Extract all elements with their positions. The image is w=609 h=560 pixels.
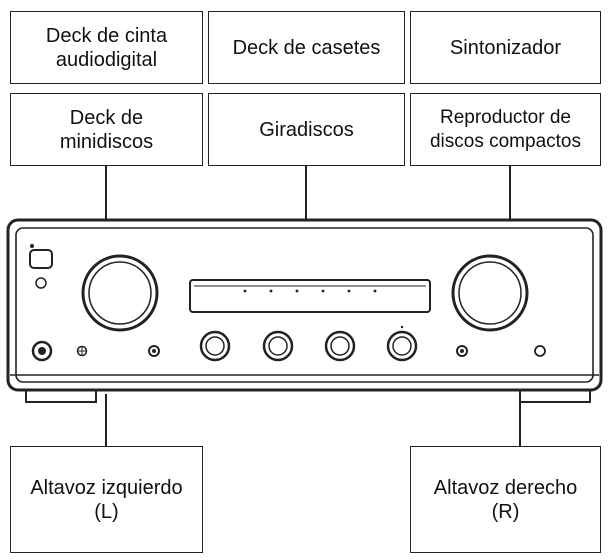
medium-knobs	[199, 325, 418, 362]
left-speaker-label: Altavoz izquierdo (L)	[30, 476, 183, 523]
right-speaker-box: Altavoz derecho (R)	[410, 446, 601, 553]
turntable-box: Giradiscos	[208, 93, 405, 166]
display-window	[189, 279, 431, 313]
cd-player-box: Reproductor de discos compactos	[410, 93, 601, 166]
md-deck-label: Deck de minidiscos	[59, 106, 154, 153]
power-switch	[29, 249, 53, 269]
cd-player-label: Reproductor de discos compactos	[429, 106, 581, 152]
tuner-label: Sintonizador	[449, 36, 562, 59]
small-button-right-2	[534, 345, 546, 357]
dat-deck-label: Deck de cinta audiodigital	[45, 24, 168, 71]
left-speaker-box: Altavoz izquierdo (L)	[10, 446, 203, 553]
cassette-deck-box: Deck de casetes	[208, 11, 405, 84]
turntable-label: Giradiscos	[259, 118, 354, 141]
md-deck-box: Deck de minidiscos	[10, 93, 203, 166]
standby-indicator	[35, 277, 47, 289]
amplifier-inner-panel	[15, 227, 594, 383]
dat-deck-box: Deck de cinta audiodigital	[10, 11, 203, 84]
tuner-box: Sintonizador	[410, 11, 601, 84]
cassette-deck-label: Deck de casetes	[232, 36, 381, 59]
display-dots	[243, 289, 377, 293]
right-speaker-label: Altavoz derecho (R)	[433, 476, 578, 523]
